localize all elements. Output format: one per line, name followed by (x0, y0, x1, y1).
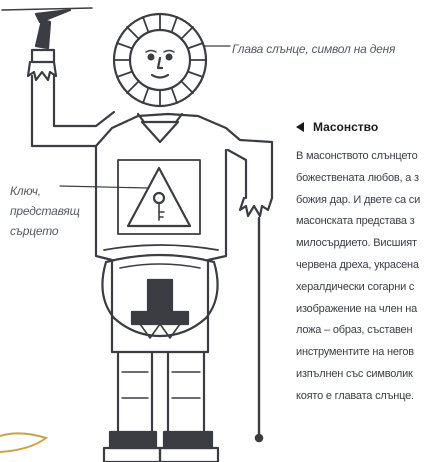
body-line: масонската представа з (296, 211, 427, 233)
key-caption: Ключ, представящ сърцето (10, 181, 80, 241)
section-heading: Масонство (296, 120, 378, 134)
body-line: В масонството слънцето (296, 146, 427, 168)
right-hand (240, 198, 272, 441)
body-line: изображение на член на (296, 299, 427, 321)
sun-head-icon (114, 14, 206, 106)
body-line: хералдически согарни с (296, 277, 427, 299)
key-caption-line-3: сърцето (10, 221, 80, 241)
body-line: божия дар. И двете са си (296, 190, 427, 212)
triangle-key-icon (118, 160, 200, 234)
gold-arc-decoration (0, 433, 46, 452)
section-body: В масонството слънцето божествената любо… (296, 146, 427, 408)
sun-head-caption: Глава слънце, символ на деня (232, 39, 395, 59)
left-triangle-icon (296, 122, 304, 132)
body-line: която е главата слънце. (296, 386, 427, 408)
body-line: червена дреха, украсена (296, 255, 427, 277)
body-line: милосърдието. Висшият (296, 233, 427, 255)
apron (102, 255, 217, 338)
body-line: изпълнен със символик (296, 364, 427, 386)
body-line: инструментите на негов (296, 342, 427, 364)
key-caption-line-1: Ключ, (10, 181, 80, 201)
key-caption-line-2: представящ (10, 201, 80, 221)
section-heading-text: Масонство (313, 120, 378, 134)
gavel-icon (2, 8, 92, 62)
body-line: ложа – образ, съставен (296, 320, 427, 342)
legs (104, 352, 218, 462)
body-line: божествената любов, а з (296, 168, 427, 190)
raised-hand (28, 62, 56, 134)
